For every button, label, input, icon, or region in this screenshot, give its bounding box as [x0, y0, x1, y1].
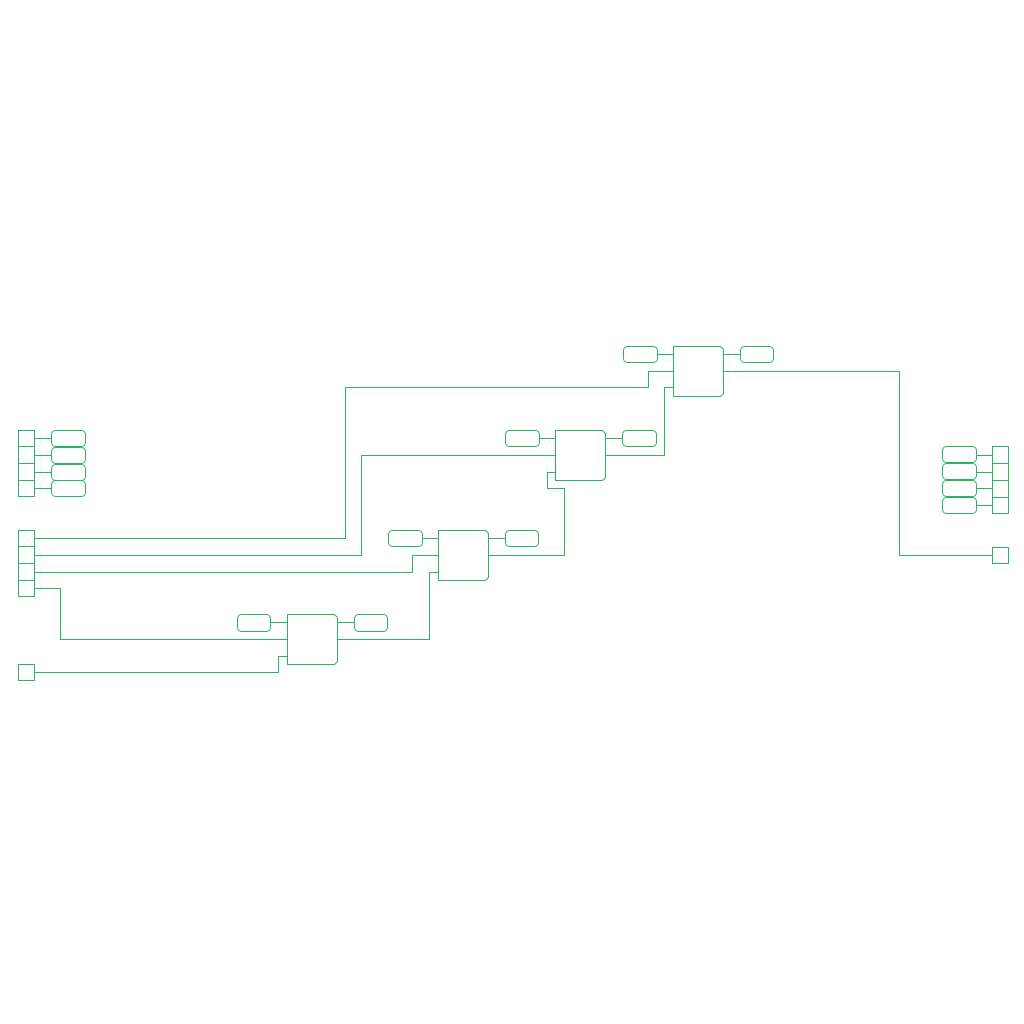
wire-b1-to-block-1	[34, 371, 674, 539]
block-4-body	[287, 614, 338, 665]
block-1	[623, 346, 774, 397]
block-1-left-tab	[623, 346, 658, 363]
block-4-right-tab	[354, 614, 388, 632]
pin-b4	[18, 580, 35, 597]
block-3-body	[438, 530, 489, 581]
out-pin-4-tab	[942, 497, 977, 514]
wire-b2-to-block-2	[34, 455, 556, 556]
pin-a2	[18, 446, 35, 464]
wire-block-1-to-output	[723, 371, 993, 556]
pin-a1-tab	[51, 430, 86, 447]
block-1-right-tab	[740, 346, 774, 363]
wire-b4-to-block-4	[34, 588, 288, 640]
block-1-body	[673, 346, 724, 397]
block-2-right-tab	[622, 430, 657, 447]
wire-b3-to-block-3	[34, 555, 439, 573]
pin-b3	[18, 563, 35, 581]
wire-block-2-to-block-1	[605, 387, 674, 456]
out-pin-3-tab	[942, 480, 977, 497]
right-pin-group	[942, 446, 1009, 514]
pin-b1	[18, 530, 35, 547]
pin-a2-tab	[51, 447, 86, 464]
left-pin-group-b	[18, 530, 35, 597]
out-pin-4	[992, 497, 1009, 514]
pin-a1	[18, 430, 35, 447]
wire-c1-to-block-4	[34, 656, 288, 673]
pin-a3-tab	[51, 464, 86, 481]
pin-c1	[18, 664, 35, 681]
pin-a4-tab	[51, 480, 86, 497]
out-pin-2-tab	[942, 463, 977, 480]
out-pin-single	[992, 547, 1009, 564]
block-2-body	[555, 430, 606, 481]
out-pin-3	[992, 480, 1009, 498]
block-3-left-tab	[388, 530, 423, 547]
out-pin-1	[992, 446, 1009, 464]
block-4-left-tab	[237, 614, 271, 632]
block-2-left-tab	[505, 430, 540, 447]
out-pin-2	[992, 463, 1009, 481]
block-3-right-tab	[505, 530, 539, 547]
pin-a4	[18, 480, 35, 497]
pin-b2	[18, 546, 35, 564]
wire-block-3-to-block-2	[488, 472, 565, 556]
block-3	[388, 530, 539, 581]
left-pin-group-a	[18, 430, 86, 497]
out-pin-1-tab	[942, 446, 977, 463]
pin-a3	[18, 463, 35, 481]
wire-block-4-to-block-3	[337, 572, 439, 640]
wires	[34, 371, 993, 673]
block-4	[237, 614, 388, 665]
block-2	[505, 430, 657, 481]
